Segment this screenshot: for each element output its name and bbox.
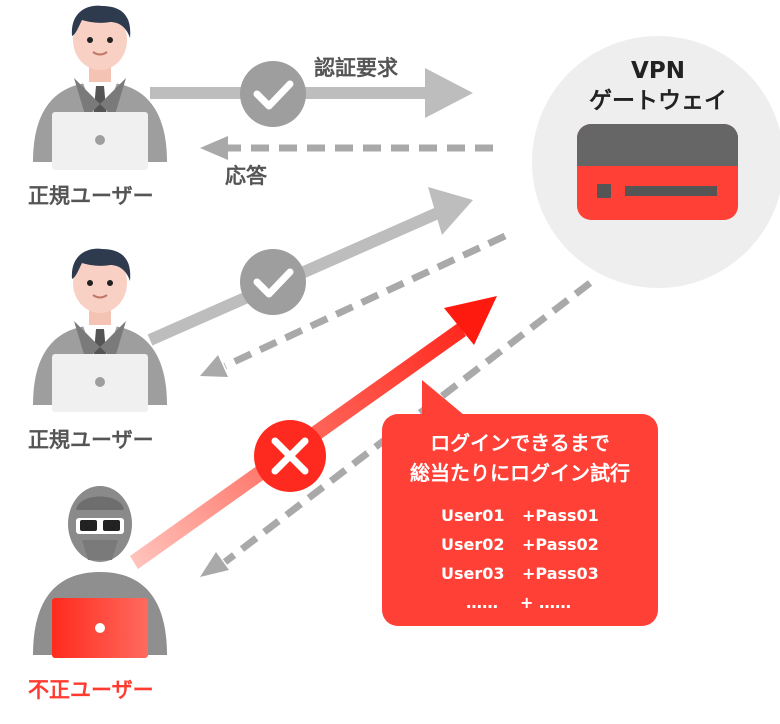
callout-title-line2: 総当たりにログイン試行 (410, 461, 630, 485)
attacker-label: 不正ユーザー (28, 678, 154, 702)
laptop-icon (52, 112, 148, 170)
auth-request-label: 認証要求 (314, 56, 398, 80)
legit-user-figure-1 (33, 5, 167, 170)
credential-user: User01 (441, 506, 505, 525)
check-icon (240, 249, 306, 315)
response-arrow-2 (200, 232, 507, 377)
legit-user-figure-2 (33, 248, 167, 412)
laptop-icon (52, 598, 148, 658)
response-label: 応答 (225, 164, 267, 188)
response-arrow-1 (200, 136, 493, 160)
credential-user: User02 (441, 535, 505, 554)
laptop-icon (52, 354, 148, 412)
credential-user: User03 (441, 564, 505, 583)
callout-box (382, 414, 658, 626)
gateway-title-line1: VPN (631, 58, 685, 84)
user-label-2: 正規ユーザー (28, 428, 154, 452)
credential-pass: +Pass02 (522, 535, 599, 554)
auth-request-arrow-1 (150, 68, 473, 118)
gateway-title-line2: ゲートウェイ (589, 88, 727, 114)
cross-icon (254, 420, 326, 492)
user-label-1: 正規ユーザー (28, 184, 154, 208)
credential-pass: + …… (520, 593, 571, 612)
callout-title-line1: ログインできるまで (430, 431, 610, 455)
auth-request-arrow-2 (147, 187, 473, 346)
check-icon (240, 61, 306, 127)
attacker-figure (33, 486, 167, 658)
server-icon (577, 124, 738, 220)
credential-pass: +Pass03 (522, 564, 599, 583)
credential-pass: +Pass01 (522, 506, 599, 525)
credential-user: …… (466, 593, 498, 612)
